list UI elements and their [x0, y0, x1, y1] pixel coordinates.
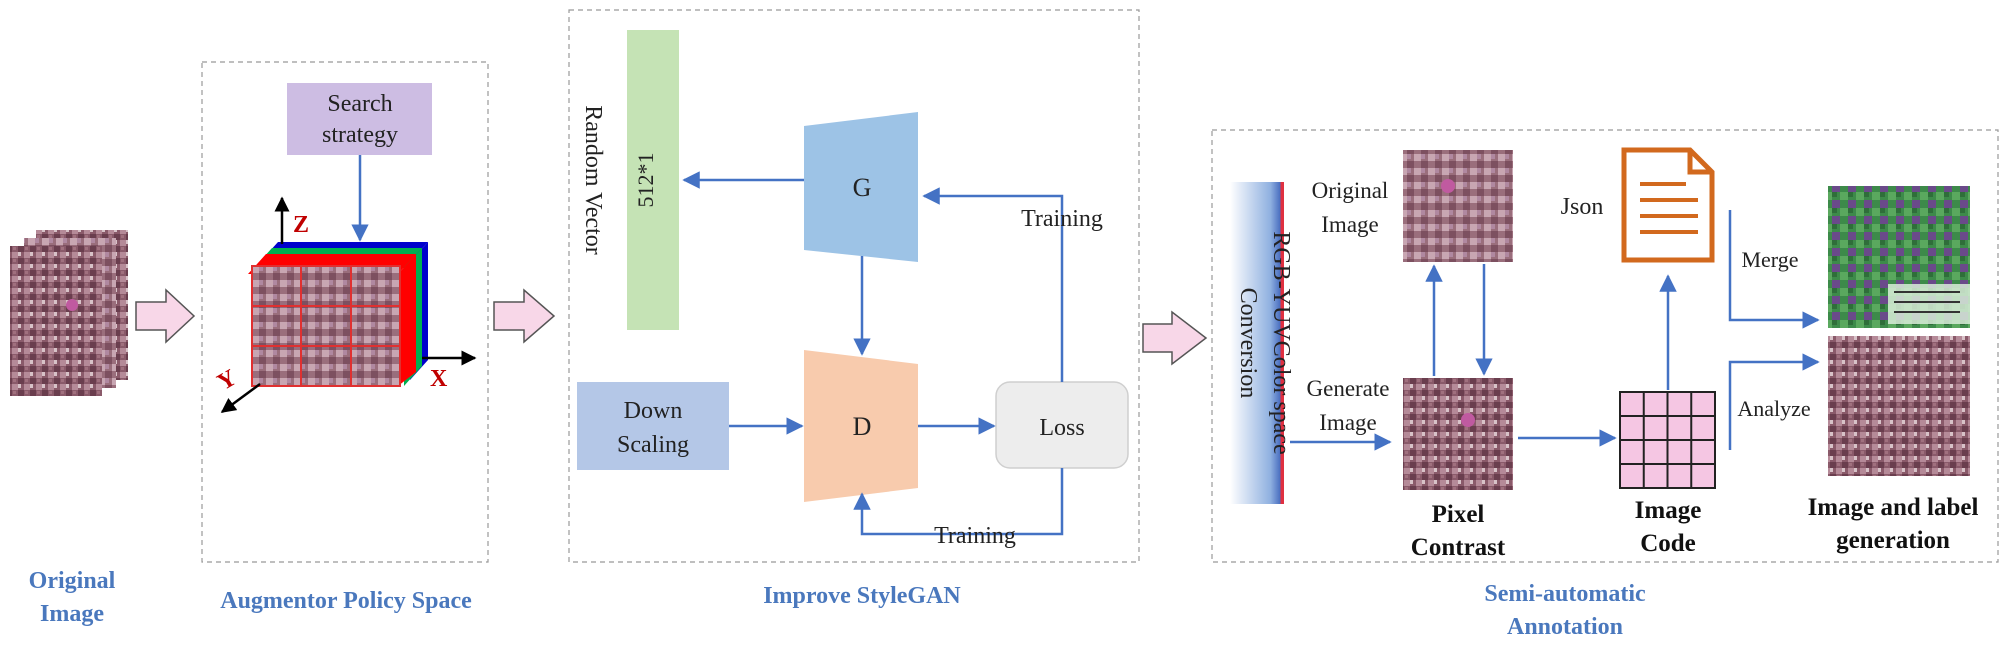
analyzed-output-image: [1828, 336, 1970, 476]
random-vector-label: Random Vector: [580, 105, 606, 255]
augmentor-caption: Augmentor Policy Space: [220, 588, 472, 614]
stylegan-caption: Improve StyleGAN: [763, 583, 961, 609]
original-image-label-line2: Image: [1321, 212, 1378, 237]
training-feedback-top: [922, 187, 1064, 382]
generator-block: [804, 112, 918, 262]
annotation-caption-line1: Semi-automatic: [1484, 581, 1646, 607]
augmentor-panel: [201, 61, 489, 563]
merge-arrow: [1728, 210, 1820, 329]
generator-label: G: [853, 173, 872, 202]
annotation-caption-line2: Annotation: [1507, 614, 1623, 640]
original-image-label-line1: Original: [1312, 178, 1389, 203]
search-strategy-box: [287, 83, 432, 155]
big-arrow-2: [493, 288, 556, 344]
random-vector-bar: [627, 30, 679, 330]
generate-image-label-line2: Image: [1319, 410, 1376, 435]
json-document-icon: [1621, 147, 1715, 263]
big-arrow-1: [135, 288, 196, 344]
output-caption-line1: Image and label: [1808, 494, 1979, 521]
stylegan-panel: [568, 9, 1140, 563]
original-image-highlight: [1441, 179, 1455, 193]
y-axis: [220, 382, 261, 414]
generate-image-thumb: [1403, 378, 1513, 490]
discriminator-block: [804, 350, 918, 502]
merge-label: Merge: [1741, 247, 1798, 272]
loss-label: Loss: [1039, 415, 1084, 441]
rgb-yuv-line2: Conversion: [1235, 288, 1261, 399]
original-image-caption-line1: Original: [29, 568, 116, 594]
discriminator-label: D: [853, 412, 872, 441]
search-strategy-line1: Search: [327, 91, 392, 117]
output-caption-line2: generation: [1836, 527, 1950, 554]
image-code-grid: [1619, 391, 1716, 489]
annotation-panel: [1211, 129, 1999, 563]
y-axis-label: Y: [213, 365, 241, 396]
search-strategy-line2: strategy: [322, 122, 398, 148]
image-code-line1: Image: [1635, 497, 1702, 524]
label-legend-overlay: [1888, 284, 1970, 324]
rgb-yuv-line1: RGB-YUVColor space: [1268, 231, 1294, 454]
generate-image-highlight: [1461, 413, 1475, 427]
rgb-yuv-bar: [1230, 182, 1284, 504]
training-top-label: Training: [1021, 206, 1103, 232]
augmentation-cube: [248, 242, 428, 387]
training-bottom-label: Training: [934, 523, 1016, 549]
down-scaling-line1: Down: [624, 398, 683, 424]
generate-image-label-line1: Generate: [1307, 376, 1390, 401]
pixel-contrast-line1: Pixel: [1432, 501, 1485, 528]
original-image-caption-line2: Image: [40, 601, 104, 627]
z-axis-label: Z: [293, 212, 309, 238]
analyze-label: Analyze: [1737, 396, 1810, 421]
down-scaling-box: [577, 382, 729, 470]
analyze-arrow: [1728, 353, 1820, 450]
json-label: Json: [1561, 194, 1604, 220]
big-arrow-3: [1142, 310, 1208, 366]
pixel-contrast-line2: Contrast: [1411, 534, 1506, 561]
original-image-thumb: [1403, 150, 1513, 262]
original-image-stack: [10, 230, 128, 396]
vector-size-label: 512*1: [633, 153, 658, 208]
image-code-line2: Code: [1640, 530, 1696, 557]
down-scaling-line2: Scaling: [617, 432, 689, 458]
training-feedback-bottom: [853, 468, 1064, 536]
x-axis-label: X: [430, 366, 448, 392]
